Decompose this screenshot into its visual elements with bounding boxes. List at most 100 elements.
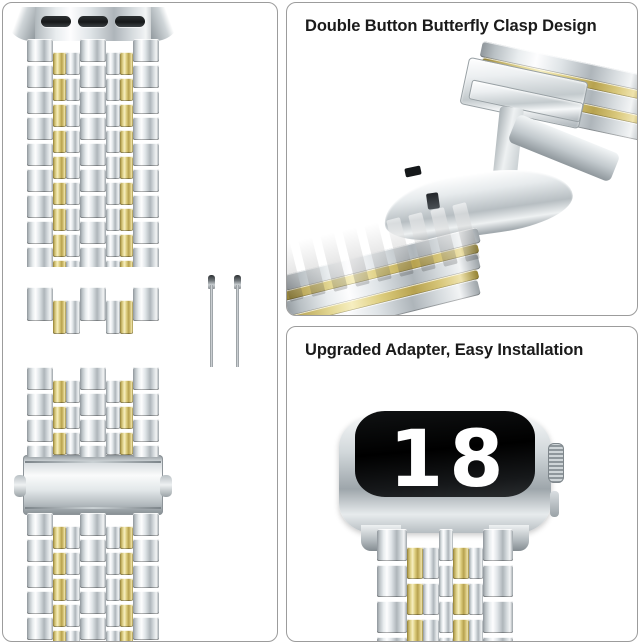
bracelet-link — [80, 367, 106, 390]
bracelet-link — [483, 637, 513, 641]
bracelet-link — [80, 65, 106, 88]
bracelet-link — [133, 247, 159, 267]
bracelet-link — [53, 52, 66, 75]
bracelet-link — [66, 104, 80, 127]
bracelet-link — [66, 406, 80, 429]
bracelet-link — [120, 630, 133, 641]
bracelet-link — [469, 583, 483, 615]
bracelet-link — [66, 78, 80, 101]
bracelet-link — [66, 432, 80, 455]
bracelet-link — [66, 52, 80, 75]
bracelet-link — [377, 601, 407, 633]
bracelet-link — [80, 91, 106, 114]
panel-title-clasp: Double Button Butterfly Clasp Design — [305, 17, 597, 35]
bracelet-link — [53, 380, 66, 403]
bracelet-link — [407, 583, 423, 615]
bracelet-link — [80, 117, 106, 140]
bracelet-run — [27, 39, 159, 267]
bracelet-link — [27, 39, 53, 62]
bracelet-link — [80, 445, 106, 457]
bracelet-link — [53, 78, 66, 101]
bracelet-link — [27, 117, 53, 140]
bracelet-link — [377, 529, 407, 561]
bracelet-link — [27, 143, 53, 166]
bracelet-link — [439, 529, 453, 561]
bracelet-link — [27, 195, 53, 218]
bracelet-link — [423, 547, 439, 579]
bracelet-link — [66, 604, 80, 627]
bracelet-run — [27, 367, 159, 457]
clasp-seam-bottom — [25, 507, 161, 509]
bracelet-link — [80, 39, 106, 62]
bracelet-link — [120, 234, 133, 257]
bracelet-link — [66, 526, 80, 549]
bracelet-link — [120, 78, 133, 101]
spring-bar-tool-1 — [208, 275, 215, 367]
bracelet-link — [133, 565, 159, 588]
clasp-button-left — [14, 475, 26, 497]
bracelet-link — [106, 234, 120, 257]
adapter-slot-3 — [115, 16, 145, 27]
bracelet-link — [53, 104, 66, 127]
bracelet-link — [80, 539, 106, 562]
butterfly-clasp-panel: Double Button Butterfly Clasp Design — [286, 2, 638, 316]
bracelet-link — [53, 432, 66, 455]
bracelet-link — [53, 156, 66, 179]
bracelet-link — [27, 91, 53, 114]
adapter-slot-2 — [78, 16, 108, 27]
bracelet-link — [106, 526, 120, 549]
detached-link-piece — [53, 300, 66, 334]
bracelet-link — [27, 247, 53, 267]
bracelet-link — [453, 583, 469, 615]
bracelet-link — [133, 221, 159, 244]
bracelet-link — [133, 393, 159, 416]
bracelet-link — [80, 565, 106, 588]
bracelet-link — [66, 234, 80, 257]
watch-crown — [548, 443, 564, 483]
bracelet-link — [483, 601, 513, 633]
bracelet-link — [120, 604, 133, 627]
bracelet-link — [120, 432, 133, 455]
bracelet-link — [439, 601, 453, 633]
watch-band-adapter — [5, 7, 181, 41]
bracelet-link — [53, 208, 66, 231]
bracelet-link — [80, 393, 106, 416]
bracelet-link — [106, 406, 120, 429]
bracelet-link — [27, 419, 53, 442]
panel-title-adapter: Upgraded Adapter, Easy Installation — [305, 341, 584, 359]
bracelet-link — [27, 591, 53, 614]
watch-illustration: 18 — [287, 371, 637, 641]
product-bracelet-panel — [2, 2, 278, 642]
bracelet-link — [106, 552, 120, 575]
detached-link-piece — [133, 287, 159, 321]
bracelet-link — [80, 419, 106, 442]
bracelet-link — [133, 513, 159, 536]
bracelet-link — [27, 539, 53, 562]
bracelet-link — [27, 221, 53, 244]
bracelet-link — [133, 195, 159, 218]
bracelet-link — [120, 130, 133, 153]
bracelet-link — [483, 529, 513, 561]
bracelet-link — [423, 583, 439, 615]
bracelet-link — [133, 143, 159, 166]
bracelet-link — [133, 445, 159, 457]
bracelet-link — [66, 552, 80, 575]
bracelet-link — [66, 130, 80, 153]
bracelet-link — [27, 393, 53, 416]
bracelet-link — [27, 367, 53, 390]
bracelet-link — [133, 419, 159, 442]
bracelet-link — [120, 208, 133, 231]
bracelet-link — [133, 367, 159, 390]
bracelet-link — [66, 578, 80, 601]
bracelet-link — [453, 547, 469, 579]
adapter-slot-1 — [41, 16, 71, 27]
bracelet-link — [120, 182, 133, 205]
bracelet-link — [53, 578, 66, 601]
clasp-illustration — [287, 41, 637, 315]
bracelet-link — [53, 526, 66, 549]
bracelet-link — [407, 547, 423, 579]
bracelet-link — [53, 630, 66, 641]
bracelet-link — [106, 156, 120, 179]
bracelet-link — [106, 52, 120, 75]
bracelet-link — [53, 260, 66, 267]
